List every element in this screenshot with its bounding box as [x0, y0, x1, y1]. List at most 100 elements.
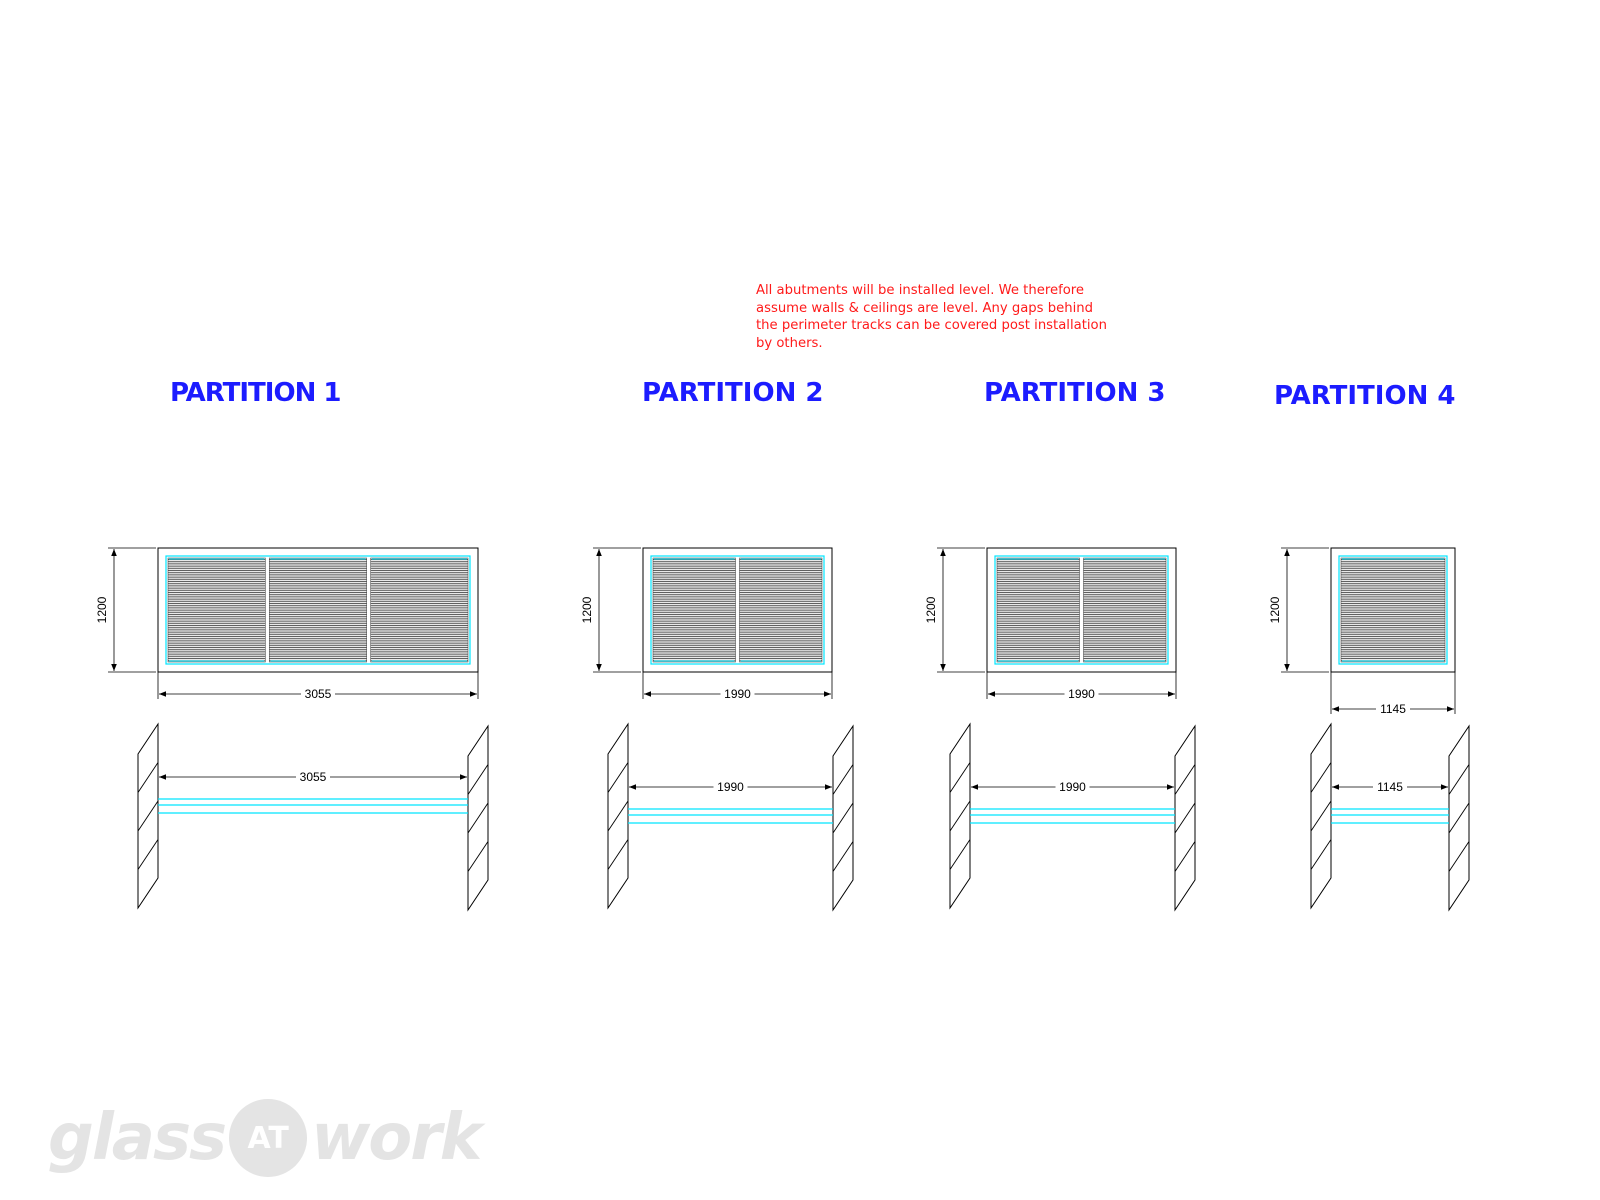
partition-4-elevation: 1200 1145	[1267, 547, 1456, 717]
glass-panel	[1083, 557, 1167, 663]
wall-hatch-line	[1310, 762, 1332, 793]
wall-hatch-line	[832, 802, 854, 834]
width-dimension-label-group: 3055	[301, 686, 335, 702]
wall-right	[1448, 724, 1470, 912]
installation-note: All abutments will be installed level. W…	[756, 282, 1156, 352]
wall-hatch-line	[467, 802, 489, 834]
panel-hatching	[653, 559, 736, 662]
glass-panel	[652, 557, 736, 663]
width-dimension-label-group: 1990	[720, 686, 755, 702]
wall-right	[832, 724, 854, 912]
wall-hatch-line	[1448, 802, 1470, 834]
height-dimension-label-group: 1200	[579, 593, 595, 627]
glazing-outline	[994, 555, 1169, 665]
width-dimension-label-bg	[301, 686, 335, 702]
height-dimension-label: 1200	[580, 596, 594, 623]
wall-hatch-line	[137, 762, 159, 793]
wall-hatch-line	[607, 839, 629, 870]
wall-hatch-line	[949, 839, 971, 870]
logo-text-glass: glass	[48, 1101, 227, 1175]
wall-left	[607, 722, 629, 910]
plan-dimension-label: 1145	[1377, 780, 1403, 794]
panel-hatching	[269, 559, 367, 662]
note-line: the perimeter tracks can be covered post…	[756, 318, 1107, 334]
wall-hatch-line	[1448, 841, 1470, 872]
height-dimension-label-bg	[579, 593, 595, 627]
wall-hatch-line	[832, 841, 854, 872]
width-dimension-label-bg	[1376, 701, 1410, 717]
wall-hatch-line	[1310, 800, 1332, 832]
height-dimension-label-group: 1200	[94, 593, 110, 627]
plan-dimension-label-group: 3055	[296, 769, 330, 785]
partition-4-title: PARTITION 4	[1274, 381, 1456, 411]
wall-right	[1174, 724, 1196, 912]
wall-hatch-line	[1310, 839, 1332, 870]
glazing-outline	[165, 555, 471, 665]
width-dimension-label-group: 1145	[1376, 701, 1410, 717]
wall-hatch-line	[607, 800, 629, 832]
plan-dimension-label-group: 1990	[713, 779, 748, 795]
width-dimension-label-group: 1990	[1064, 686, 1099, 702]
wall-hatch-line	[1448, 764, 1470, 795]
plan-dimension-label-bg	[296, 769, 330, 785]
note-line: assume walls & ceilings are level. Any g…	[756, 300, 1093, 316]
glass-panel	[269, 557, 367, 663]
partition-2-plan: 1990	[607, 722, 854, 912]
wall-left	[949, 722, 971, 910]
plan-dimension-label-bg	[1373, 779, 1407, 795]
wall-hatch-line	[949, 762, 971, 793]
height-dimension-label-bg	[1267, 593, 1283, 627]
wall-hatch-line	[1174, 764, 1196, 795]
panel-hatching	[168, 559, 266, 662]
wall-hatch-line	[832, 764, 854, 795]
height-dimension-label-bg	[94, 593, 110, 627]
wall-hatch-line	[137, 800, 159, 832]
plan-dimension-label: 1990	[1059, 780, 1086, 794]
partition-3-elevation: 1200 1990	[923, 547, 1177, 702]
plan-dimension-label: 1990	[717, 780, 744, 794]
wall-hatch-line	[467, 764, 489, 795]
glass-panel	[370, 557, 469, 663]
partition-2-elevation: 1200 1990	[579, 547, 833, 702]
note-line: by others.	[756, 335, 823, 351]
plan-dimension-label: 3055	[300, 770, 327, 784]
panel-hatching	[1083, 559, 1166, 662]
plan-dimension-label-group: 1145	[1373, 779, 1407, 795]
height-dimension-label-group: 1200	[923, 593, 939, 627]
wall-left	[137, 722, 159, 910]
glazing-outline	[1338, 555, 1448, 665]
glass-panel	[1340, 557, 1446, 663]
height-dimension-label: 1200	[1268, 596, 1282, 623]
partition-4-plan: 1145	[1310, 722, 1470, 912]
panel-hatching	[1341, 559, 1445, 662]
panel-hatching	[997, 559, 1080, 662]
plan-dimension-label-bg	[713, 779, 748, 795]
height-dimension-label-bg	[923, 593, 939, 627]
height-dimension-label: 1200	[924, 596, 938, 623]
width-dimension-label: 1990	[724, 687, 751, 701]
partition-3-title: PARTITION 3	[984, 378, 1166, 408]
wall-hatch-line	[467, 841, 489, 872]
height-dimension-label: 1200	[95, 596, 109, 623]
partition-1-elevation: 1200 3055	[94, 547, 479, 702]
partition-2-title: PARTITION 2	[642, 378, 824, 408]
width-dimension-label: 1145	[1380, 702, 1406, 716]
plan-dimension-label-group: 1990	[1055, 779, 1090, 795]
panel-hatching	[739, 559, 822, 662]
width-dimension-label-bg	[1064, 686, 1099, 702]
width-dimension-label-bg	[720, 686, 755, 702]
logo-at-badge: AT	[229, 1099, 308, 1177]
glass-panel	[996, 557, 1080, 663]
partition-1-title: PARTITION 1	[170, 378, 341, 408]
panel-hatching	[370, 559, 468, 662]
wall-hatch-line	[137, 839, 159, 870]
wall-left	[1310, 722, 1332, 910]
wall-right	[467, 724, 489, 912]
wall-hatch-line	[1174, 841, 1196, 872]
partition-3-plan: 1990	[949, 722, 1196, 912]
glass-panel	[739, 557, 823, 663]
glass-panel	[167, 557, 266, 663]
partition-1-plan: 3055	[137, 722, 489, 912]
note-line: All abutments will be installed level. W…	[756, 283, 1085, 298]
